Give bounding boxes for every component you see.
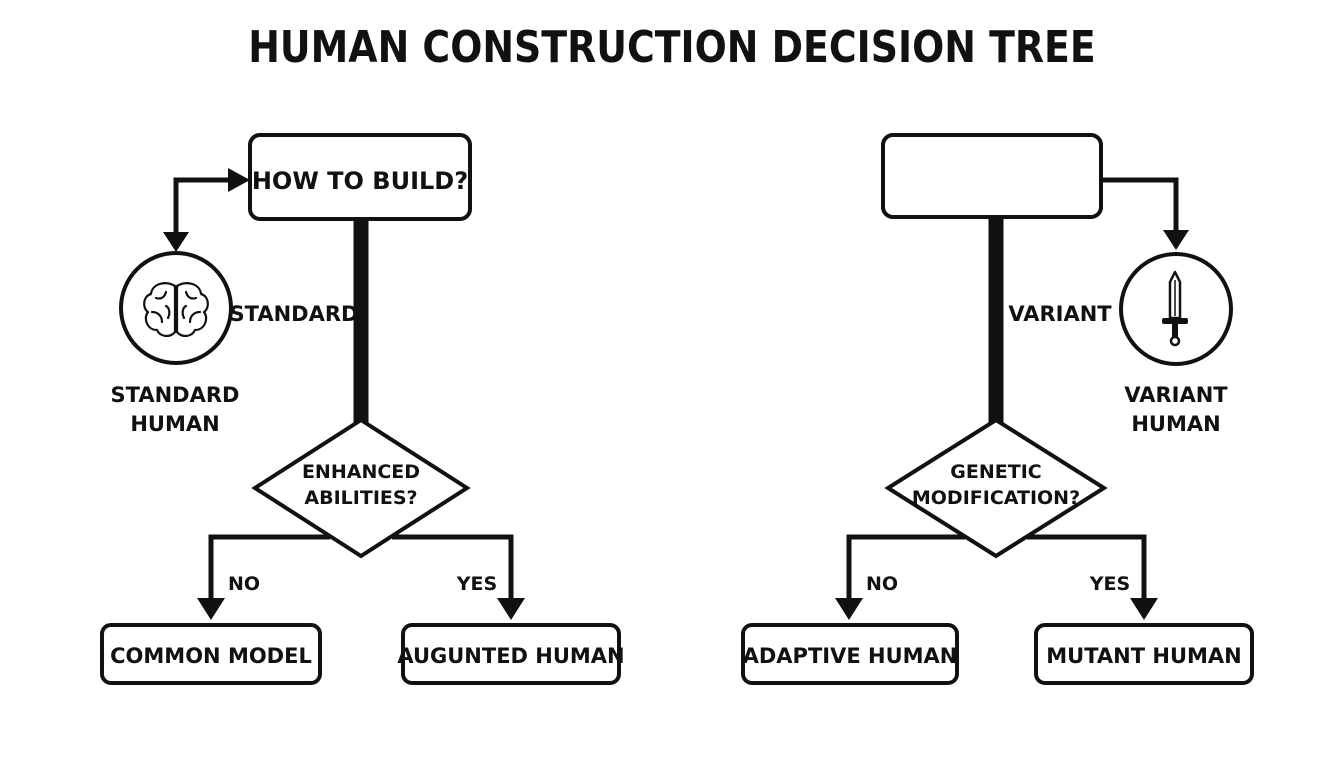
- right-no-outcome-box: [741, 623, 959, 685]
- left-root-to-icon-connector: [173, 177, 230, 238]
- right-decision-diamond: [884, 417, 1108, 559]
- right-side-label-line2: HUMAN: [1131, 412, 1220, 436]
- right-yes-arrowhead: [1130, 598, 1158, 620]
- right-no-arrowhead: [835, 598, 863, 620]
- right-no-branch-line: [846, 534, 965, 602]
- left-yes-outcome-text: AUGUNTED HUMAN: [397, 644, 624, 668]
- left-side-label-line1: STANDARD: [111, 383, 240, 407]
- left-yes-label: YES: [456, 573, 497, 595]
- left-no-label: NO: [228, 573, 260, 595]
- left-root-arrowhead: [228, 168, 250, 192]
- left-no-branch-line: [208, 534, 330, 602]
- left-side-label-line2: HUMAN: [130, 412, 219, 436]
- left-yes-outcome-box: [401, 623, 621, 685]
- right-decision-text-line1: GENETIC: [950, 461, 1041, 483]
- left-root-question-text: HOW TO BUILD?: [252, 167, 468, 195]
- left-no-outcome-text: COMMON MODEL: [110, 644, 312, 668]
- right-root-question-box: [881, 133, 1103, 219]
- diagram-title: HUMAN CONSTRUCTION DECISION TREE: [248, 22, 1096, 73]
- brain-icon: [119, 251, 233, 365]
- left-no-arrowhead: [197, 598, 225, 620]
- left-decision-text-line1: ENHANCED: [302, 461, 420, 483]
- right-side-label-line1: VARIANT: [1124, 383, 1228, 407]
- right-root-to-icon-connector: [1100, 177, 1179, 232]
- right-yes-outcome-box: [1034, 623, 1254, 685]
- right-yes-label: YES: [1089, 573, 1130, 595]
- left-decision-diamond: [251, 417, 471, 559]
- right-icon-arrowhead: [1163, 230, 1189, 250]
- left-yes-arrowhead: [497, 598, 525, 620]
- right-no-label: NO: [866, 573, 898, 595]
- right-tree: VARIANT VARIANT HUMAN GENETIC MODIFICATI…: [741, 133, 1254, 685]
- right-no-outcome-text: ADAPTIVE HUMAN: [743, 644, 958, 668]
- right-yes-outcome-text: MUTANT HUMAN: [1046, 644, 1241, 668]
- right-yes-branch-line: [1027, 534, 1147, 602]
- left-branch-label: STANDARD: [230, 302, 359, 326]
- left-decision-text-line2: ABILITIES?: [304, 487, 417, 509]
- left-yes-branch-line: [392, 534, 514, 602]
- left-icon-arrowhead: [163, 232, 189, 252]
- left-tree: HOW TO BUILD? STANDARD STANDARD HUMAN EN…: [100, 133, 625, 685]
- right-decision-text-line2: MODIFICATION?: [912, 487, 1080, 509]
- sword-icon: [1119, 252, 1233, 366]
- right-branch-label: VARIANT: [1008, 302, 1112, 326]
- left-no-outcome-box: [100, 623, 322, 685]
